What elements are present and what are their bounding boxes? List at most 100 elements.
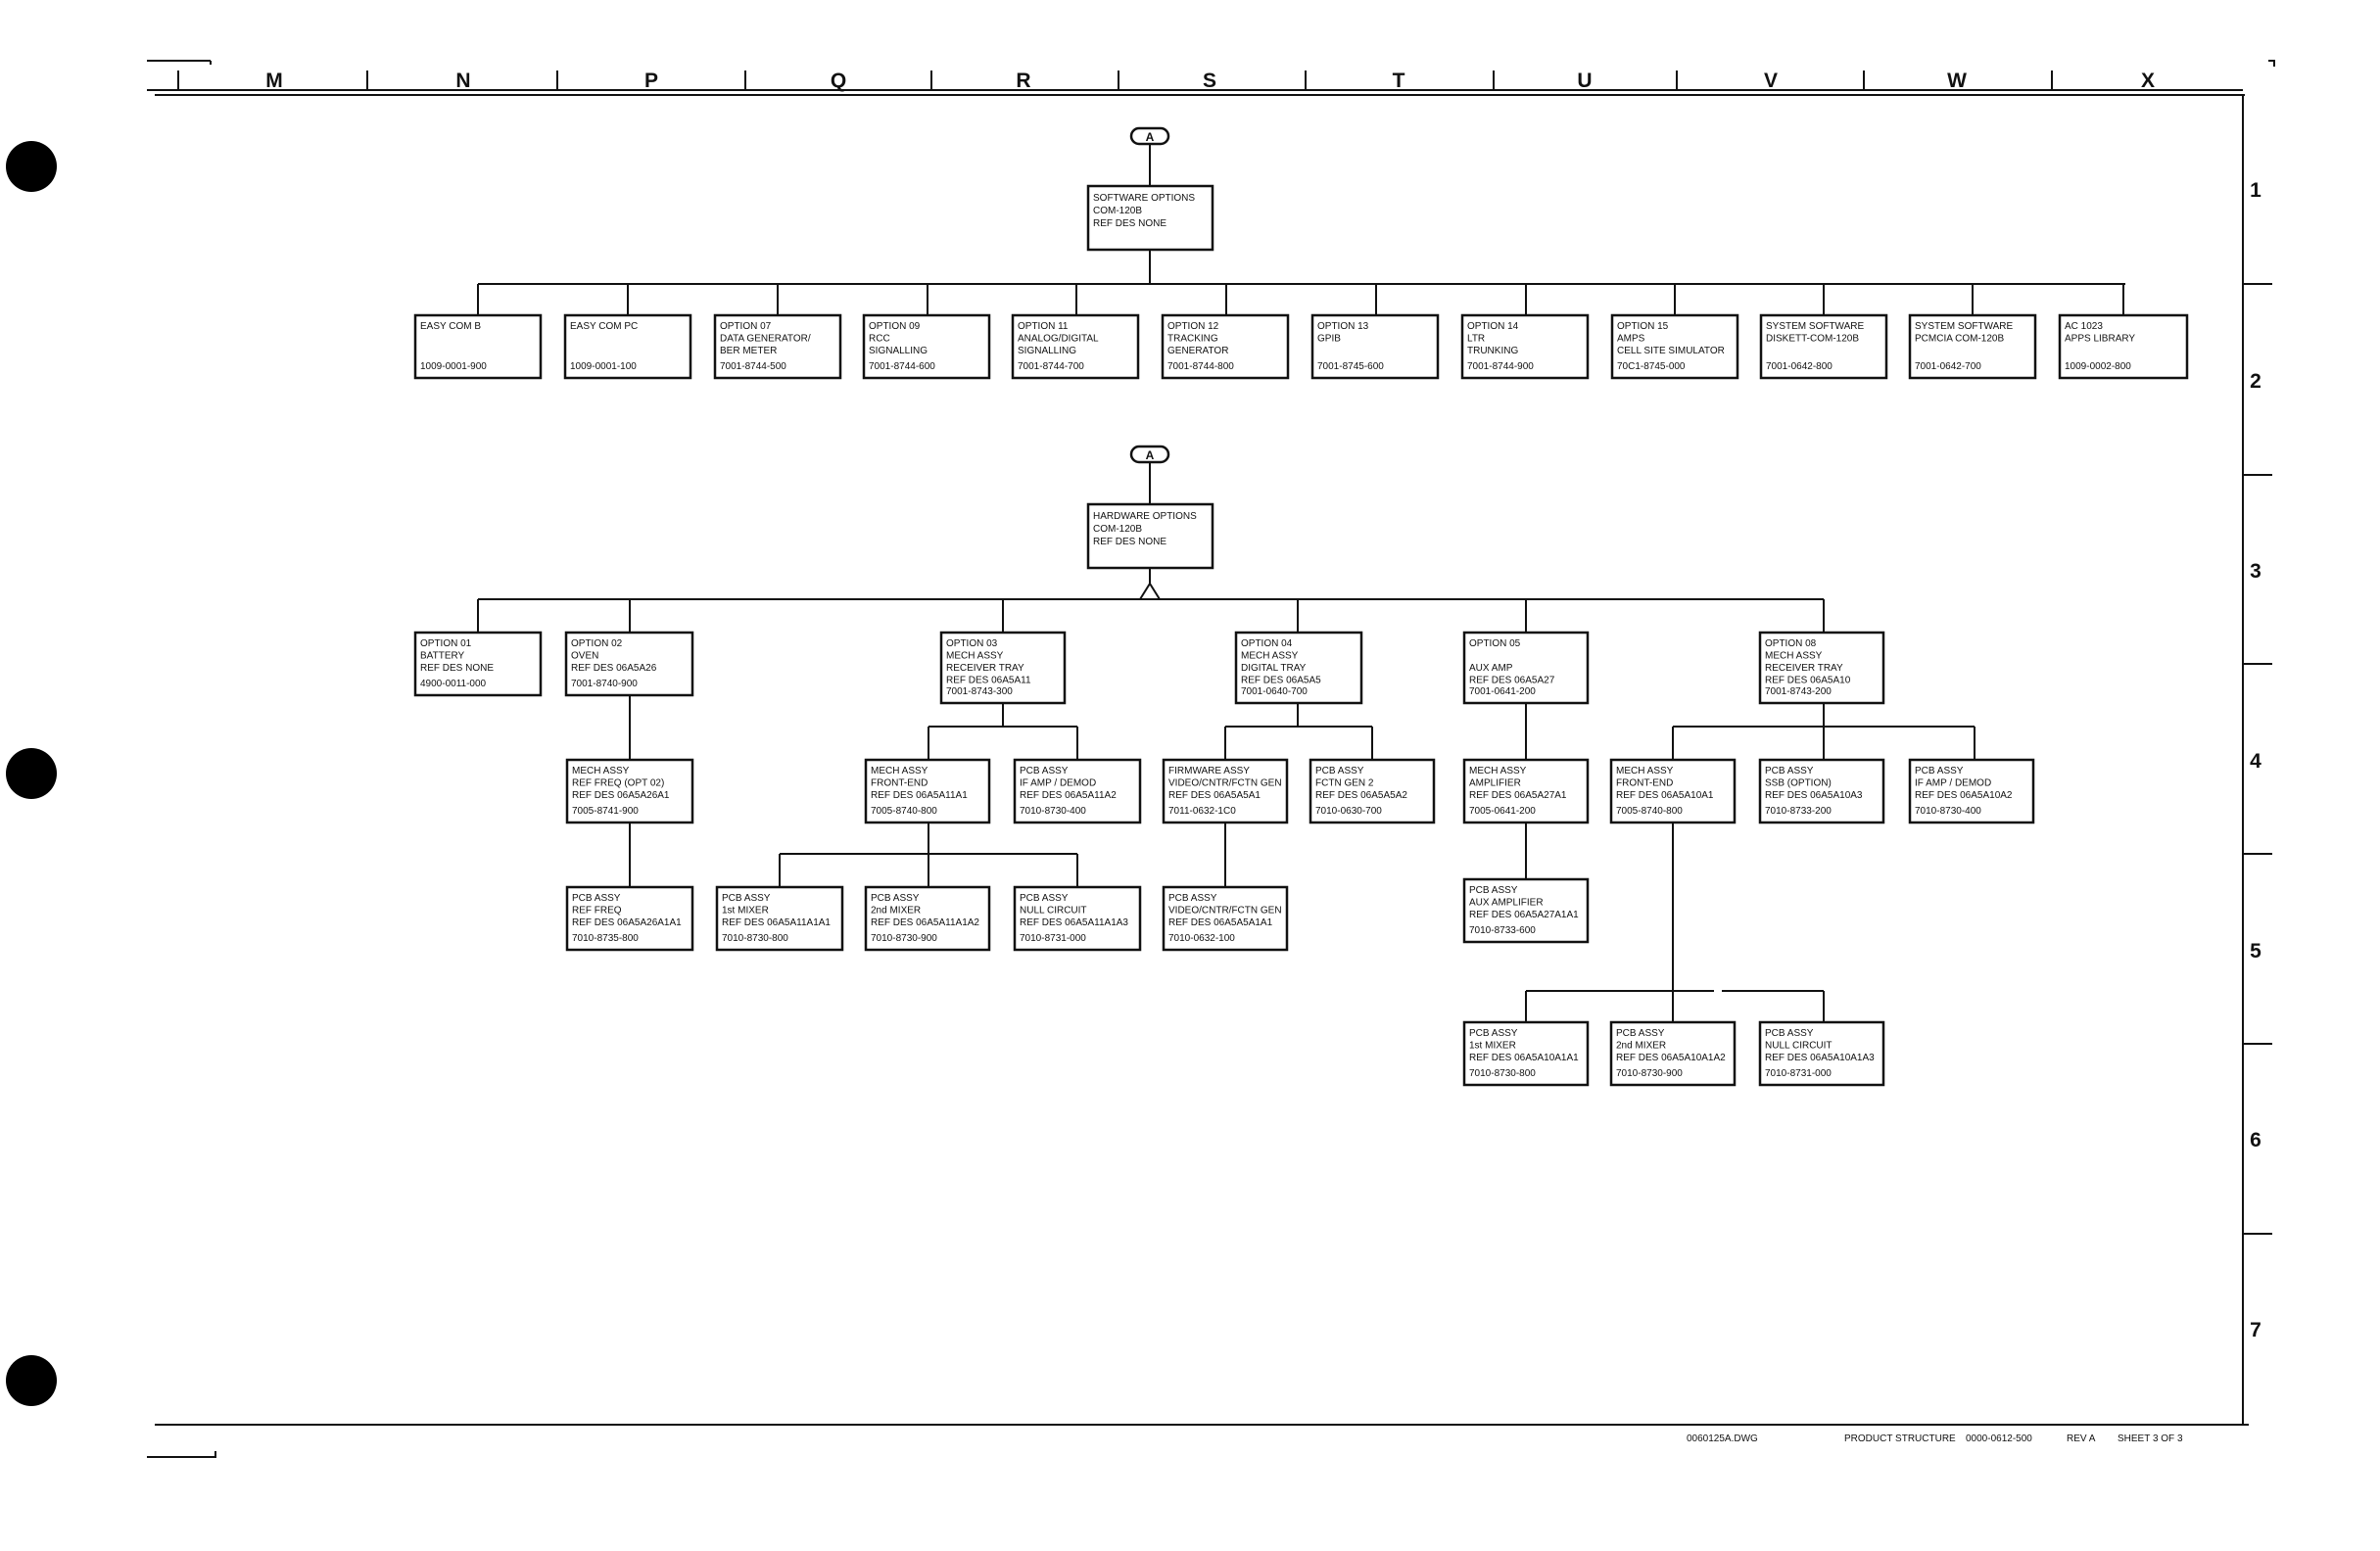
part-text: AMPS: [1617, 334, 1645, 345]
part-text: RCC: [869, 334, 890, 345]
part-text: HARDWARE OPTIONS: [1093, 511, 1197, 522]
part-text: REF DES NONE: [420, 663, 494, 674]
part-text: DATA GENERATOR/: [720, 334, 811, 345]
part-text: OPTION 12: [1167, 321, 1219, 332]
part-number: 1009-0001-900: [420, 361, 487, 372]
part-text: SSB (OPTION): [1765, 778, 1832, 789]
part-text: REF DES 06A5A10A1: [1616, 790, 1714, 801]
row-label-2: 2: [2250, 370, 2261, 393]
drawing-filename: 0060125A.DWG: [1687, 1434, 1758, 1444]
part-text: MECH ASSY: [1765, 651, 1823, 662]
part-number: 7010-8730-400: [1020, 806, 1086, 817]
part-text: PCB ASSY: [1469, 885, 1518, 896]
part-text: PCB ASSY: [871, 893, 920, 904]
part-number: 7010-0630-700: [1315, 806, 1382, 817]
row-label-5: 5: [2250, 940, 2261, 963]
part-text: REF DES 06A5A10: [1765, 676, 1851, 686]
row-ticks: [2243, 283, 2272, 1235]
part-text: COM-120B: [1093, 206, 1142, 216]
part-text: IF AMP / DEMOD: [1020, 778, 1096, 789]
row-label-7: 7: [2250, 1319, 2261, 1341]
part-number: 7001-8743-200: [1765, 686, 1832, 697]
part-text: 2nd MIXER: [1616, 1041, 1666, 1052]
revision: REV A: [2067, 1434, 2096, 1444]
part-text: OPTION 04: [1241, 638, 1293, 649]
part-text: AMPLIFIER: [1469, 778, 1521, 789]
column-label-P: P: [644, 70, 658, 92]
part-text: GENERATOR: [1167, 346, 1228, 356]
part-text: PCB ASSY: [1315, 766, 1364, 776]
part-text: PCB ASSY: [1765, 1028, 1814, 1039]
part-text: OPTION 11: [1018, 321, 1069, 332]
part-text: PCB ASSY: [1765, 766, 1814, 776]
part-text: OPTION 09: [869, 321, 921, 332]
part-text: VIDEO/CNTR/FCTN GEN: [1168, 778, 1282, 789]
column-label-U: U: [1577, 70, 1592, 92]
column-label-R: R: [1016, 70, 1030, 92]
part-text: ANALOG/DIGITAL: [1018, 334, 1099, 345]
part-number: 7001-0642-800: [1766, 361, 1833, 372]
part-text: REF DES 06A5A10A2: [1915, 790, 2013, 801]
part-text: REF DES 06A5A11A2: [1020, 790, 1117, 801]
part-number: 7001-8740-900: [571, 679, 638, 689]
part-text: TRUNKING: [1467, 346, 1518, 356]
column-label-V: V: [1764, 70, 1778, 92]
tree-lines: [477, 144, 2125, 1022]
part-text: SYSTEM SOFTWARE: [1915, 321, 2014, 332]
column-label-S: S: [1203, 70, 1216, 92]
part-number: 7001-8744-800: [1167, 361, 1234, 372]
part-text: FIRMWARE ASSY: [1168, 766, 1250, 776]
part-number: 7001-8744-500: [720, 361, 786, 372]
part-text: AUX AMPLIFIER: [1469, 898, 1544, 909]
part-text: 1st MIXER: [1469, 1041, 1516, 1052]
part-text: TRACKING: [1167, 334, 1218, 345]
part-number: 1009-0001-100: [570, 361, 637, 372]
part-text: REF DES 06A5A10A3: [1765, 790, 1863, 801]
part-text: EASY COM B: [420, 321, 481, 332]
part-number: 7005-0641-200: [1469, 806, 1536, 817]
part-number: 7010-8735-800: [572, 933, 639, 944]
part-text: REF DES 06A5A5A2: [1315, 790, 1407, 801]
part-text: MECH ASSY: [1616, 766, 1674, 776]
part-number: 7005-8740-800: [1616, 806, 1683, 817]
part-text: REF DES 06A5A10A1A1: [1469, 1053, 1579, 1063]
part-text: PCMCIA COM-120B: [1915, 334, 2004, 345]
part-text: REF DES 06A5A5A1A1: [1168, 917, 1273, 928]
part-text: COM-120B: [1093, 524, 1142, 535]
part-text: OPTION 03: [946, 638, 998, 649]
drawing-number: 0000-0612-500: [1966, 1434, 2032, 1444]
part-text: DISKETT-COM-120B: [1766, 334, 1859, 345]
part-text: PCB ASSY: [722, 893, 771, 904]
connector-label: A: [1146, 130, 1155, 144]
part-text: PCB ASSY: [572, 893, 621, 904]
part-text: PCB ASSY: [1915, 766, 1964, 776]
part-number: 7010-8730-900: [871, 933, 937, 944]
part-text: REF DES 06A5A27A1: [1469, 790, 1567, 801]
part-text: NULL CIRCUIT: [1765, 1041, 1833, 1052]
row-label-6: 6: [2250, 1129, 2261, 1152]
part-number: 7001-0641-200: [1469, 686, 1536, 697]
column-ticks: [177, 70, 2053, 90]
column-label-Q: Q: [831, 70, 846, 92]
part-text: REF DES 06A5A26A1A1: [572, 917, 682, 928]
part-number: 7011-0632-1C0: [1168, 806, 1236, 817]
part-text: REF DES NONE: [1093, 218, 1166, 229]
row-label-3: 3: [2250, 560, 2261, 583]
corner-marks: [147, 60, 2275, 1458]
